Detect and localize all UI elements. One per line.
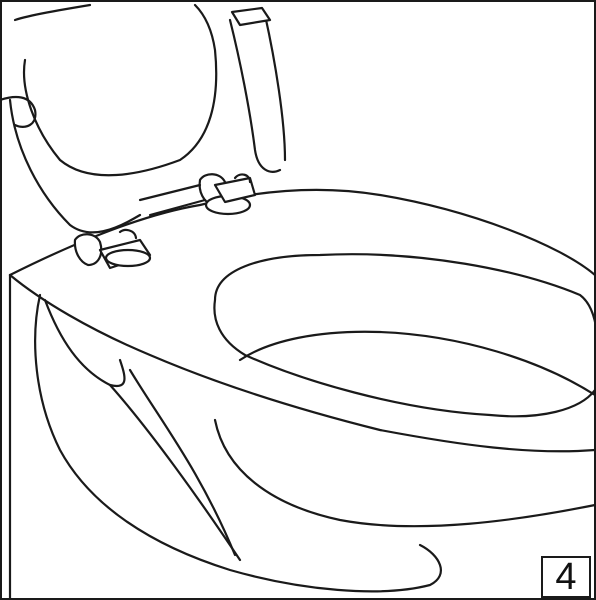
seat-hinge-right: [138, 173, 257, 217]
seat-hinge-left: [73, 228, 152, 270]
step-number-box: 4: [541, 556, 591, 598]
step-number: 4: [555, 556, 577, 598]
toilet-bowl: [8, 188, 596, 600]
toilet-seat-lid: [0, 3, 287, 234]
